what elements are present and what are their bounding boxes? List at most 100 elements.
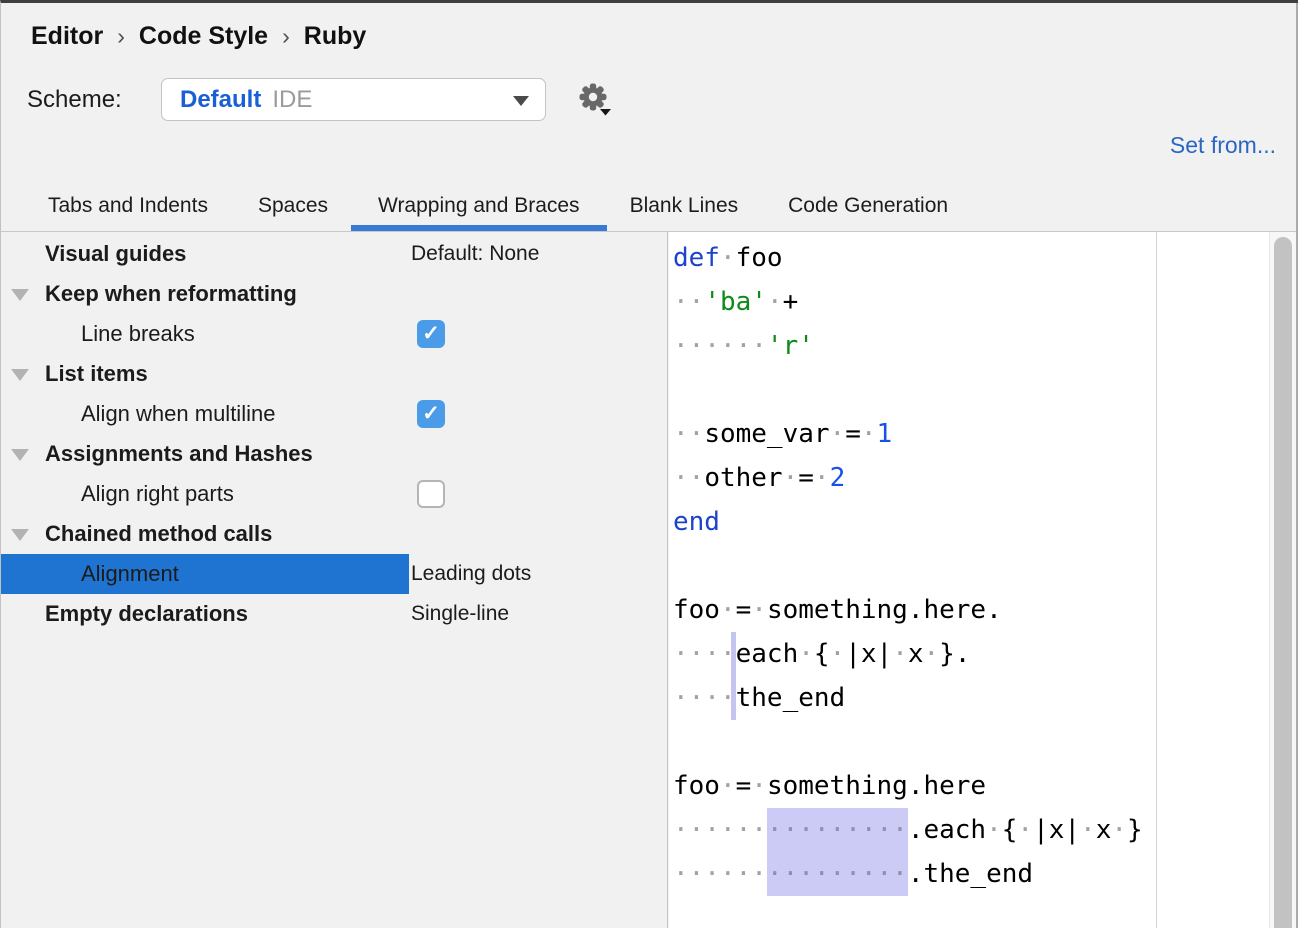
tab-spaces[interactable]: Spaces xyxy=(257,194,328,217)
scheme-label: Scheme: xyxy=(27,86,122,113)
code-token: x xyxy=(1095,815,1112,845)
code-editor: def·foo··'ba'·+······'r'··some_var·=·1··… xyxy=(673,236,1143,896)
whitespace-dots: · xyxy=(751,595,767,625)
tree-row-label: Align when multiline xyxy=(81,401,276,426)
tree-row-label: Keep when reformatting xyxy=(45,281,297,306)
whitespace-dots: · xyxy=(986,815,1002,845)
code-token: foo xyxy=(673,771,720,801)
code-token: + xyxy=(782,287,799,317)
tree-row-assignments-and-hashes[interactable]: Assignments and Hashes xyxy=(1,434,667,474)
whitespace-dots: · xyxy=(719,595,736,625)
code-token: something.here. xyxy=(766,595,1002,625)
whitespace-dots: · xyxy=(751,771,767,801)
code-line: ······'r' xyxy=(673,324,1143,368)
breadcrumb-separator: › xyxy=(117,23,125,49)
chevron-down-icon xyxy=(513,96,529,106)
whitespace-dots: · xyxy=(782,463,799,493)
tree-row-chained-method-calls[interactable]: Chained method calls xyxy=(1,514,667,554)
whitespace-dots: ···· xyxy=(673,639,736,669)
code-token: }. xyxy=(939,639,971,669)
code-token: other xyxy=(704,463,783,493)
code-line: ··some_var·=·1 xyxy=(673,412,1143,456)
scheme-select[interactable]: Default IDE xyxy=(161,78,546,121)
code-token: foo xyxy=(673,595,720,625)
tree-row-line-breaks[interactable]: Line breaks ✓ xyxy=(1,314,667,354)
code-token: 1 xyxy=(876,419,893,449)
code-token: = xyxy=(735,771,752,801)
tree-row-label: Line breaks xyxy=(81,321,195,346)
code-line: ···············.each·{·|x|·x·} xyxy=(673,808,1143,852)
expander-icon[interactable] xyxy=(11,529,29,541)
breadcrumb-item-editor[interactable]: Editor xyxy=(31,22,104,50)
tab-tabs-and-indents[interactable]: Tabs and Indents xyxy=(48,194,208,217)
scrollbar[interactable] xyxy=(1269,232,1296,928)
tree-row-list-items[interactable]: List items xyxy=(1,354,667,394)
code-line: foo·=·something.here xyxy=(673,764,1143,808)
breadcrumb-item-ruby[interactable]: Ruby xyxy=(303,22,367,50)
checkbox-align-right-parts[interactable] xyxy=(417,480,445,508)
expander-icon[interactable] xyxy=(11,289,29,301)
expander-icon[interactable] xyxy=(11,369,29,381)
checkmark-icon: ✓ xyxy=(422,322,440,345)
whitespace-dots: ······ xyxy=(673,859,767,889)
set-from-link[interactable]: Set from... xyxy=(1169,132,1276,158)
code-token: |x| xyxy=(845,639,893,669)
gear-icon xyxy=(579,83,611,116)
code-token: x xyxy=(907,639,924,669)
code-token: = xyxy=(798,463,814,493)
code-token: 2 xyxy=(829,463,846,493)
whitespace-dots: · xyxy=(1080,815,1096,845)
tree-row-label: List items xyxy=(45,361,148,386)
tree-row-label: Empty declarations xyxy=(45,601,248,626)
tree-row-align-when-multiline[interactable]: Align when multiline ✓ xyxy=(1,394,667,434)
code-line: foo·=·something.here. xyxy=(673,588,1143,632)
breadcrumb-item-code-style[interactable]: Code Style xyxy=(138,22,269,50)
whitespace-dots: ······ xyxy=(673,331,767,361)
code-token: some_var xyxy=(704,419,830,449)
code-token: 'r' xyxy=(766,331,814,361)
whitespace-dots: · xyxy=(860,419,877,449)
tree-row-value: Leading dots xyxy=(411,562,532,585)
code-token: { xyxy=(813,639,830,669)
tree-row-keep-when-reformatting[interactable]: Keep when reformatting xyxy=(1,274,667,314)
whitespace-dots: · xyxy=(829,639,846,669)
code-token: 'ba' xyxy=(704,287,767,317)
code-token: each xyxy=(735,639,799,669)
expander-icon[interactable] xyxy=(11,449,29,461)
code-line: ··'ba'·+ xyxy=(673,280,1143,324)
code-token: } xyxy=(1127,815,1143,845)
scheme-value-secondary: IDE xyxy=(272,85,313,113)
tab-code-generation[interactable]: Code Generation xyxy=(788,194,949,217)
tree-row-align-right-parts[interactable]: Align right parts xyxy=(1,474,667,514)
code-token: .the_end xyxy=(907,859,1034,889)
tab-wrapping-and-braces[interactable]: Wrapping and Braces xyxy=(351,191,607,231)
scrollbar-thumb[interactable] xyxy=(1274,237,1292,928)
code-line xyxy=(673,368,1143,412)
whitespace-dots: · xyxy=(829,419,846,449)
code-line: def·foo xyxy=(673,236,1143,280)
code-preview-pane: def·foo··'ba'·+······'r'··some_var·=·1··… xyxy=(669,232,1298,928)
code-token: = xyxy=(735,595,752,625)
checkbox-line-breaks[interactable]: ✓ xyxy=(417,320,445,348)
indent-change-bar xyxy=(730,676,736,720)
checkbox-align-when-multiline[interactable]: ✓ xyxy=(417,400,445,428)
tab-blank-lines[interactable]: Blank Lines xyxy=(629,194,739,217)
whitespace-dots: · xyxy=(719,243,736,273)
tree-row-label: Chained method calls xyxy=(45,521,273,546)
breadcrumb-separator: › xyxy=(282,23,290,49)
whitespace-dots: ·· xyxy=(673,463,705,493)
whitespace-dots: ········· xyxy=(766,852,908,896)
code-token: { xyxy=(1001,815,1018,845)
whitespace-dots: · xyxy=(766,287,783,317)
header-separator xyxy=(1,231,1298,232)
code-token: end xyxy=(673,507,720,537)
code-line xyxy=(673,720,1143,764)
tree-row-label: Align right parts xyxy=(81,481,234,506)
tree-row-label: Visual guides xyxy=(45,241,187,266)
scheme-actions-button[interactable] xyxy=(575,80,615,120)
right-margin-guide xyxy=(1156,232,1157,928)
